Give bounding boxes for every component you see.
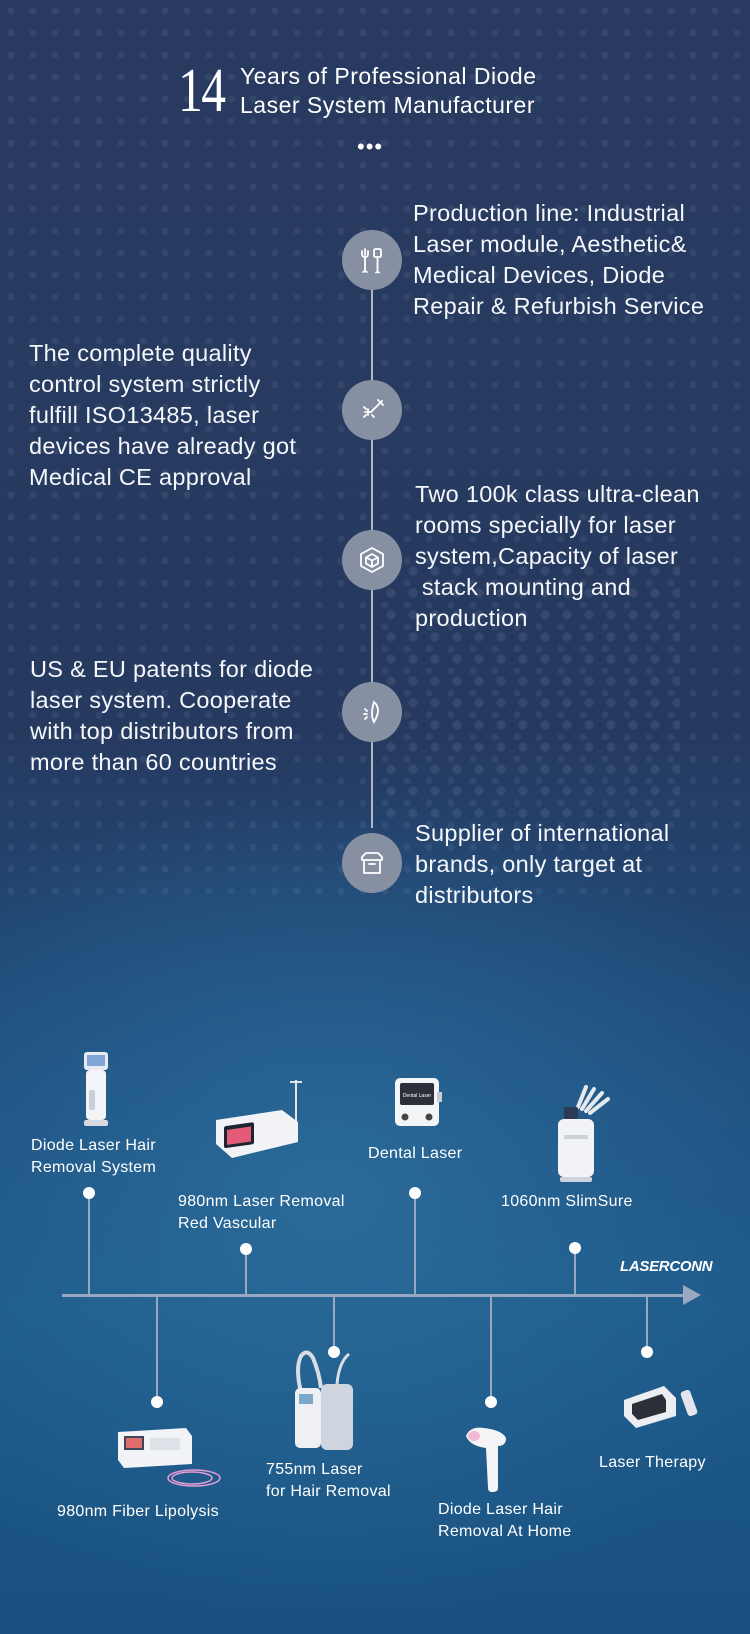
ellipsis-decoration: ••• <box>357 134 384 159</box>
feature-line: brands, only target at <box>415 851 643 877</box>
timeline-stem <box>245 1250 247 1295</box>
timeline-stem <box>156 1297 158 1401</box>
product-label-line: Laser Therapy <box>599 1454 706 1471</box>
product-label-line: Removal At Home <box>438 1523 572 1540</box>
timeline-dot <box>240 1243 252 1255</box>
product-label: 980nm Fiber Lipolysis <box>57 1501 219 1523</box>
timeline-dot <box>83 1187 95 1199</box>
box-icon <box>342 833 402 893</box>
product-label: Diode Laser Hair Removal System <box>31 1135 156 1179</box>
product-label-line: 980nm Fiber Lipolysis <box>57 1503 219 1520</box>
product-label: Dental Laser <box>368 1143 462 1165</box>
timeline-dot <box>569 1242 581 1254</box>
timeline-dot <box>151 1396 163 1408</box>
timeline-stem <box>574 1249 576 1295</box>
feature-line: Repair & Refurbish Service <box>413 293 705 319</box>
product-label: Laser Therapy <box>599 1452 706 1474</box>
product-label-line: Dental Laser <box>368 1145 463 1162</box>
timeline-arrow-icon <box>683 1285 701 1305</box>
slimsure-image <box>558 1085 610 1182</box>
product-label-line: 755nm Laser <box>266 1461 363 1478</box>
feature-line: fulfill ISO13485, laser <box>29 402 260 428</box>
feature-line: laser system. Cooperate <box>30 687 292 713</box>
feature-line: rooms specially for laser <box>415 512 676 538</box>
feature-line: control system strictly <box>29 371 261 397</box>
timeline-dot <box>328 1346 340 1358</box>
dental-screen-text: Dental Laser <box>403 1093 432 1099</box>
header-line-2: Laser System Manufacturer <box>240 92 536 118</box>
product-timeline-axis <box>62 1294 685 1297</box>
timeline-stem <box>333 1297 335 1347</box>
feature-line: Medical Devices, Diode <box>413 262 666 288</box>
header-text: Years of Professional Diode Laser System… <box>240 62 537 120</box>
timeline-stem <box>88 1196 90 1295</box>
product-label-line: 1060nm SlimSure <box>501 1193 633 1210</box>
feature-text-supplier: Supplier of international brands, only t… <box>415 818 669 911</box>
product-label-line: Diode Laser Hair <box>31 1137 156 1154</box>
timeline-dot <box>485 1396 497 1408</box>
years-number: 14 <box>178 57 226 125</box>
laser-beam-icon <box>342 380 402 440</box>
feature-text-quality: The complete quality control system stri… <box>29 338 296 493</box>
feature-text-patents: US & EU patents for diode laser system. … <box>30 654 313 778</box>
hair-removal-system-image <box>84 1052 108 1126</box>
leaf-sparkle-icon <box>342 682 402 742</box>
cube-icon <box>342 530 402 590</box>
product-label-line: Removal System <box>31 1159 157 1176</box>
feature-line: Two 100k class ultra-clean <box>415 481 700 507</box>
product-label-line: Diode Laser Hair <box>438 1501 563 1518</box>
fiber-lipolysis-image <box>118 1428 221 1487</box>
feature-line: distributors <box>415 882 534 908</box>
dot-pattern-accent <box>380 560 680 820</box>
brand-logo: LASERCONN <box>620 1258 713 1275</box>
timeline-stem <box>646 1297 648 1349</box>
feature-line: US & EU patents for diode <box>30 656 314 682</box>
product-label-line: 980nm Laser Removal <box>178 1193 345 1210</box>
dental-laser-image: Dental Laser <box>395 1078 442 1126</box>
alexandrite-laser-image <box>295 1350 353 1450</box>
timeline-stem <box>414 1194 416 1295</box>
home-hair-removal-image <box>466 1427 506 1492</box>
feature-line: devices have already got <box>29 433 297 459</box>
feature-line: Production line: Industrial <box>413 200 685 226</box>
timeline-stem <box>490 1297 492 1399</box>
product-label: 980nm Laser Removal Red Vascular <box>178 1191 345 1235</box>
feature-line: stack mounting and <box>415 574 632 600</box>
product-label: Diode Laser Hair Removal At Home <box>438 1499 571 1543</box>
timeline-dot <box>409 1187 421 1199</box>
feature-line: more than 60 countries <box>30 749 277 775</box>
dot-pattern-background <box>0 0 750 900</box>
product-label-line: Red Vascular <box>178 1215 277 1232</box>
feature-line: The complete quality <box>29 340 252 366</box>
laser-therapy-image <box>624 1386 698 1428</box>
feature-line: production <box>415 605 528 631</box>
feature-line: Laser module, Aesthetic& <box>413 231 687 257</box>
timeline-dot <box>641 1346 653 1358</box>
feature-line: system,Capacity of laser <box>415 543 679 569</box>
product-label: 1060nm SlimSure <box>501 1191 633 1213</box>
vascular-laser-image <box>216 1080 302 1158</box>
feature-text-production: Production line: Industrial Laser module… <box>413 198 704 322</box>
feature-line: Medical CE approval <box>29 464 252 490</box>
product-label: 755nm Laser for Hair Removal <box>266 1459 391 1503</box>
feature-line: Supplier of international <box>415 820 670 846</box>
header-line-1: Years of Professional Diode <box>240 63 537 89</box>
header: 14 Years of Professional Diode Laser Sys… <box>178 60 537 122</box>
product-label-line: for Hair Removal <box>266 1483 391 1500</box>
feature-line: with top distributors from <box>30 718 294 744</box>
feature-text-cleanroom: Two 100k class ultra-clean rooms special… <box>415 479 700 634</box>
tools-icon <box>342 230 402 290</box>
